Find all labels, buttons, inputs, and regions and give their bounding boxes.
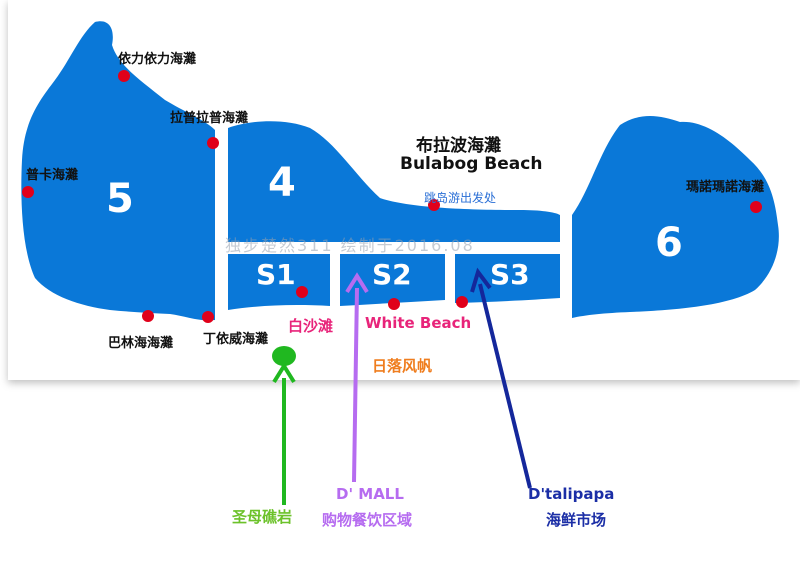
white-beach-cn: 白沙滩 <box>288 317 334 335</box>
grotto-marker <box>272 346 296 366</box>
zone-4-area <box>228 121 560 242</box>
place-puka: 普卡海灘 <box>26 168 79 183</box>
location-markers <box>22 70 762 323</box>
title-cn: 布拉波海灘 <box>416 136 501 156</box>
zone-6-label: 6 <box>655 220 683 266</box>
marker-puka <box>22 186 34 198</box>
white-beach-en: White Beach <box>365 314 472 332</box>
ferry-point-label: 跳岛游出发处 <box>424 191 497 205</box>
place-manoc: 瑪諾瑪諾海灘 <box>686 180 765 195</box>
marker-manoc <box>750 201 762 213</box>
marker-s1 <box>296 286 308 298</box>
dmall-label-en: D' MALL <box>336 485 404 503</box>
place-balinghai: 巴林海海灘 <box>108 336 174 351</box>
zone-s3-label: S3 <box>490 258 530 291</box>
title-en: Bulabog Beach <box>400 154 543 174</box>
zone-5-area <box>21 21 215 321</box>
dmall-arrow-line <box>352 287 359 483</box>
talipapa-arrow-line <box>478 283 532 489</box>
talipapa-label-cn: 海鲜市场 <box>546 511 607 529</box>
place-lapu: 拉普拉普海灘 <box>170 111 249 126</box>
zone-s2-label: S2 <box>372 258 412 291</box>
zone-4-label: 4 <box>268 160 296 206</box>
watermark: 独步楚然311 绘制于2016.08 <box>225 236 475 255</box>
marker-s2 <box>388 298 400 310</box>
marker-s3 <box>456 296 468 308</box>
dmall-label-cn: 购物餐饮区域 <box>322 511 413 529</box>
grotto-arrow-head <box>272 362 296 384</box>
talipapa-label-en: D'talipapa <box>528 485 615 503</box>
zone-6-area <box>572 116 779 318</box>
grotto-label: 圣母礁岩 <box>232 508 293 526</box>
place-yili: 依力依力海灘 <box>118 52 197 67</box>
zone-s2-area <box>340 254 445 306</box>
marker-ferry <box>428 199 440 211</box>
talipapa-arrow-head <box>470 267 492 293</box>
marker-balinghai <box>142 310 154 322</box>
dmall-arrow-head <box>345 272 369 294</box>
zone-5-label: 5 <box>106 176 134 222</box>
sunset-sail-label: 日落风帆 <box>372 357 433 375</box>
marker-diniwid <box>202 311 214 323</box>
zone-s1-label: S1 <box>256 258 296 291</box>
marker-yili <box>118 70 130 82</box>
place-diniwid: 丁依威海灘 <box>203 332 269 347</box>
marker-lapu <box>207 137 219 149</box>
